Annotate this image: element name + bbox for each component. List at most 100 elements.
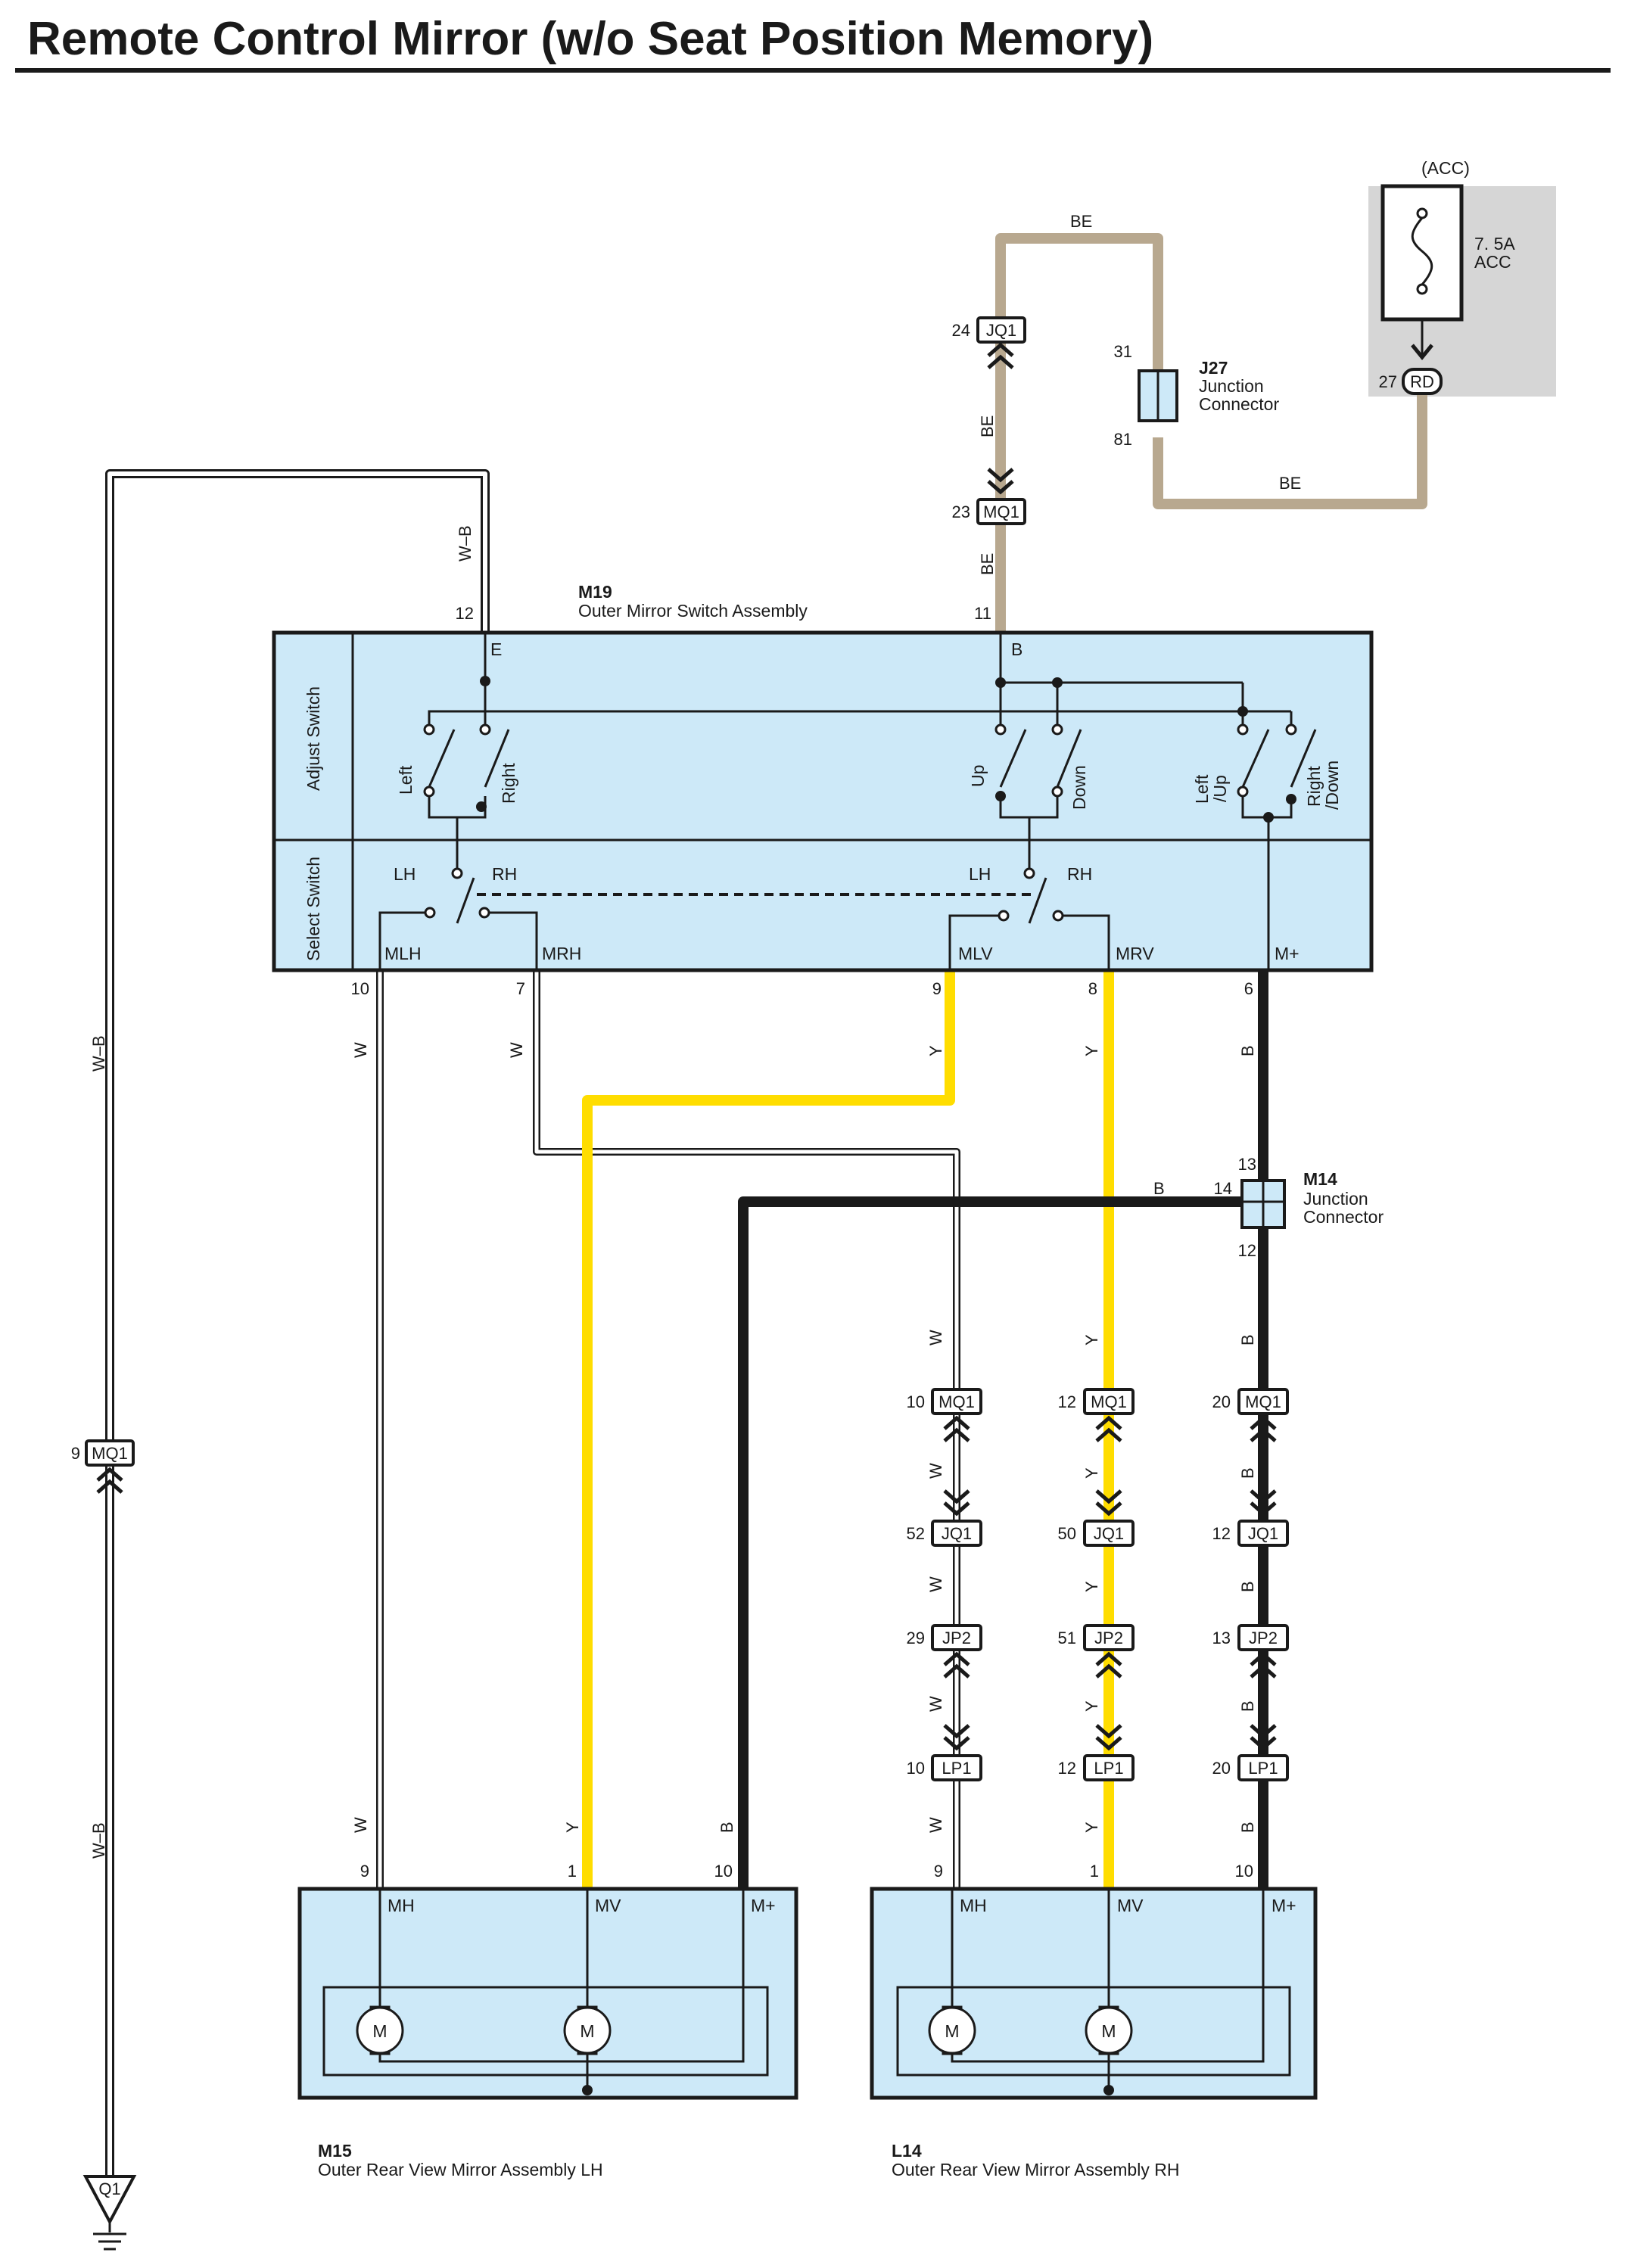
svg-text:W: W [926,1330,945,1346]
svg-text:W: W [351,1042,370,1058]
m14-pin-left: 14 [1214,1179,1232,1198]
connector-lp1-b: LP1 20 [1212,1724,1289,1781]
m19-code: M19 [578,582,612,602]
svg-text:MQ1: MQ1 [1091,1392,1127,1411]
fuse-acc-label: (ACC) [1421,158,1470,178]
svg-text:B: B [1238,1700,1257,1712]
svg-text:10: 10 [907,1392,925,1411]
switch-left-up-label-2: /Up [1210,775,1230,802]
m14-name-2: Connector [1303,1207,1384,1227]
svg-text:LP1: LP1 [1094,1759,1123,1778]
connectors: JQ1 24 MQ1 23 MQ1 9 MQ1 10 [71,316,1443,1781]
m15-term-mh: MH [388,1896,415,1915]
m19-pin-mlh: 10 [351,979,369,998]
svg-text:Y: Y [1082,1334,1101,1346]
j27-name-2: Connector [1199,394,1279,414]
svg-text:W: W [926,1817,945,1833]
m19-pin-b: 11 [974,604,991,623]
wire-b-lh [738,1196,1263,1889]
connector-mq1-ground: MQ1 9 [71,1439,135,1494]
connector-mq1-top: MQ1 23 [952,468,1026,525]
wire-labels: BE BE BE BE W–B W–B W–B W W Y Y B B W Y … [89,212,1301,1859]
m15-motor-h-icon: M [356,2005,404,2055]
l14-term-mh: MH [960,1896,987,1915]
l14-code: L14 [892,2141,922,2161]
svg-text:M: M [580,2021,594,2041]
svg-text:Y: Y [1082,1467,1101,1479]
svg-text:BE: BE [1279,474,1301,493]
svg-text:W: W [926,1576,945,1592]
connector-mq1-w: MQ1 10 [907,1388,982,1442]
j27-code: J27 [1199,358,1228,378]
ground-name: Q1 [98,2179,120,2198]
m14-pin-bottom: 12 [1238,1241,1256,1260]
m14-pin-top: 13 [1238,1155,1256,1174]
svg-text:W: W [507,1042,526,1058]
m15-body [297,1887,798,2100]
l14-body [870,1887,1318,2100]
l14-pin-mv: 1 [1090,1862,1099,1881]
svg-text:JQ1: JQ1 [986,321,1016,340]
switch-right-down-label-2: /Down [1322,761,1342,810]
svg-text:B: B [1238,1045,1257,1056]
svg-text:B: B [1153,1179,1165,1198]
l14-pin-mh: 9 [934,1862,943,1881]
m19-term-b: B [1011,639,1022,659]
svg-text:B: B [1238,1334,1257,1346]
svg-text:MQ1: MQ1 [92,1444,128,1463]
fuse-rating: 7. 5A [1474,234,1515,254]
m19-term-mlv: MLV [958,944,993,963]
select-rh-label-left: RH [492,864,517,884]
select-lh-label-left: LH [394,864,416,884]
wire-be-fuse [1153,394,1427,509]
svg-text:W: W [926,1696,945,1712]
fuse-outline [1380,184,1464,322]
m15-mirror-assembly-lh: M M MH MV M+ 9 1 10 M15 Outer Rear View … [297,1862,798,2179]
l14-motor-v-icon: M [1085,2005,1133,2055]
svg-text:9: 9 [71,1444,80,1463]
j27-name-1: Junction [1199,376,1264,396]
page-title: Remote Control Mirror (w/o Seat Position… [27,13,1153,65]
m19-name: Outer Mirror Switch Assembly [578,601,808,621]
adjust-switch-label: Adjust Switch [303,686,323,791]
svg-text:W: W [926,1463,945,1479]
connector-mq1-b: MQ1 20 [1212,1388,1289,1442]
svg-text:W–B: W–B [89,1035,108,1072]
svg-text:20: 20 [1212,1759,1231,1778]
svg-text:RD: RD [1410,372,1434,391]
svg-text:Y: Y [926,1045,945,1056]
svg-text:BE: BE [978,415,997,437]
connector-jq1-y: JQ1 50 [1058,1489,1135,1547]
l14-pin-mplus: 10 [1235,1862,1253,1881]
m19-term-mrv: MRV [1116,944,1154,963]
connector-rd: RD 27 [1379,368,1443,395]
m14-code: M14 [1303,1169,1337,1189]
switch-down-label: Down [1069,765,1089,810]
svg-text:27: 27 [1379,372,1397,391]
m15-code: M15 [318,2141,352,2161]
j27-pin-top: 31 [1114,342,1132,361]
l14-term-mplus: M+ [1271,1896,1296,1915]
m19-term-mlh: MLH [384,944,422,963]
l14-mirror-assembly-rh: M M MH MV M+ 9 1 10 L14 Outer Rear View … [870,1862,1318,2179]
switch-left-up-label-1: Left [1192,774,1212,804]
svg-text:20: 20 [1212,1392,1231,1411]
svg-text:23: 23 [952,502,970,521]
select-rh-label-right: RH [1067,864,1092,884]
svg-text:LP1: LP1 [942,1759,971,1778]
switch-up-label: Up [968,765,988,787]
svg-text:M: M [372,2021,387,2041]
connector-lp1-w: LP1 10 [907,1724,982,1781]
svg-text:29: 29 [907,1629,925,1647]
m15-pin-mplus: 10 [714,1862,733,1881]
svg-text:B: B [1238,1467,1257,1479]
svg-text:JQ1: JQ1 [942,1524,972,1543]
svg-text:B: B [717,1822,736,1833]
svg-text:50: 50 [1058,1524,1076,1543]
svg-text:24: 24 [952,321,970,340]
svg-text:JP2: JP2 [1249,1629,1278,1647]
m19-term-mrh: MRH [542,944,581,963]
svg-text:12: 12 [1058,1392,1076,1411]
svg-text:Y: Y [1082,1045,1101,1056]
svg-text:13: 13 [1212,1629,1231,1647]
